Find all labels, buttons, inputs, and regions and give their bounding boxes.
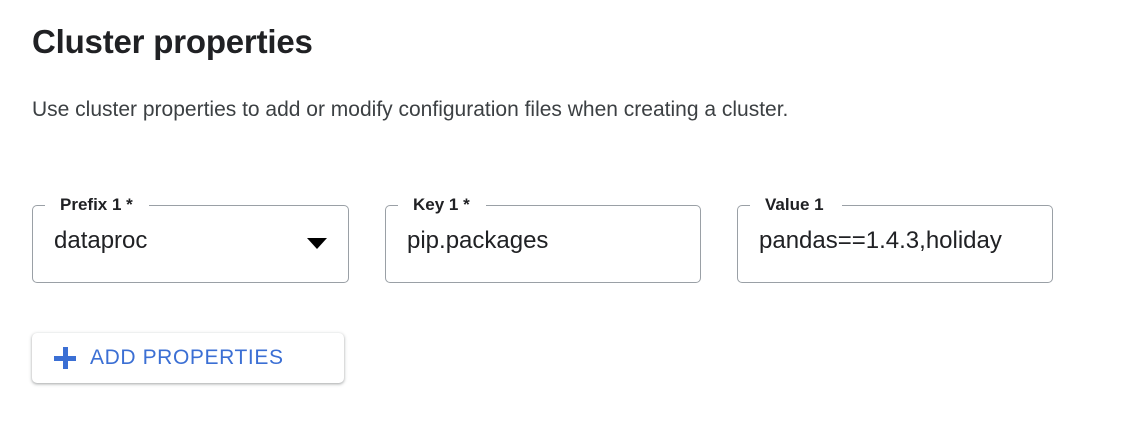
chevron-down-icon[interactable]: [307, 238, 327, 249]
page-description: Use cluster properties to add or modify …: [32, 98, 789, 121]
page-title: Cluster properties: [32, 23, 313, 60]
key-field[interactable]: Key 1 * pip.packages: [385, 195, 701, 283]
add-properties-button[interactable]: ADD PROPERTIES: [32, 333, 344, 383]
key-input-value[interactable]: pip.packages: [407, 227, 549, 254]
value-field[interactable]: Value 1 pandas==1.4.3,holiday: [737, 195, 1053, 283]
prefix-field[interactable]: Prefix 1 * dataproc: [32, 195, 349, 283]
value-field-label: Value 1: [761, 195, 828, 215]
value-input-value[interactable]: pandas==1.4.3,holiday: [759, 227, 1002, 254]
key-field-label: Key 1 *: [409, 195, 474, 215]
prefix-field-label: Prefix 1 *: [56, 195, 137, 215]
prefix-select-value[interactable]: dataproc: [54, 227, 148, 254]
plus-icon: [54, 347, 76, 369]
add-properties-button-label: ADD PROPERTIES: [90, 346, 284, 369]
